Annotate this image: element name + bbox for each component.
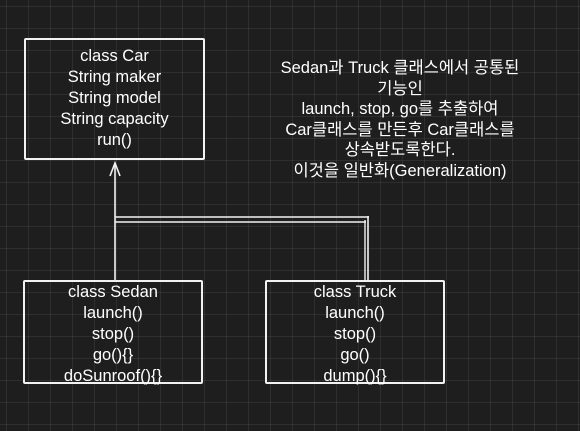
car-field-model: String model — [68, 89, 161, 107]
note-line-2: 기능인 — [377, 79, 423, 98]
sedan-method-launch: launch() — [83, 304, 143, 322]
car-field-capacity: String capacity — [60, 110, 169, 128]
truck-method-go: go() — [340, 346, 370, 364]
note-line-6: 이것을 일반화(Generalization) — [293, 161, 507, 180]
sedan-class-box: class Sedan launch() stop() go(){} doSun… — [23, 280, 203, 385]
truck-class-name: class Truck — [313, 283, 397, 301]
note-line-3: launch, stop, go를 추출하여 — [301, 100, 499, 118]
truck-method-dump: dump(){} — [323, 367, 387, 385]
note-line-1: Sedan과 Truck 클래스에서 공통된 — [280, 59, 520, 77]
truck-class-box: class Truck launch() stop() go() dump(){… — [265, 280, 445, 385]
note-line-5: 상속받도록한다. — [344, 141, 456, 159]
truck-method-launch: launch() — [325, 304, 385, 322]
truck-method-stop: stop() — [333, 325, 377, 343]
car-class-name: class Car — [80, 47, 149, 65]
sedan-method-go: go(){} — [92, 346, 134, 364]
generalization-note: Sedan과 Truck 클래스에서 공통된 기능인 launch, stop,… — [240, 58, 560, 181]
car-field-maker: String maker — [67, 68, 162, 86]
note-line-4: Car클래스를 만든후 Car클래스를 — [285, 120, 515, 139]
generalization-arrowhead — [109, 160, 121, 177]
sedan-method-dosunroof: doSunroof(){} — [63, 367, 163, 385]
car-method-run: run() — [97, 131, 132, 149]
sedan-class-name: class Sedan — [68, 283, 158, 301]
car-class-box: class Car String maker String model Stri… — [24, 38, 205, 160]
sedan-method-stop: stop() — [91, 325, 135, 343]
